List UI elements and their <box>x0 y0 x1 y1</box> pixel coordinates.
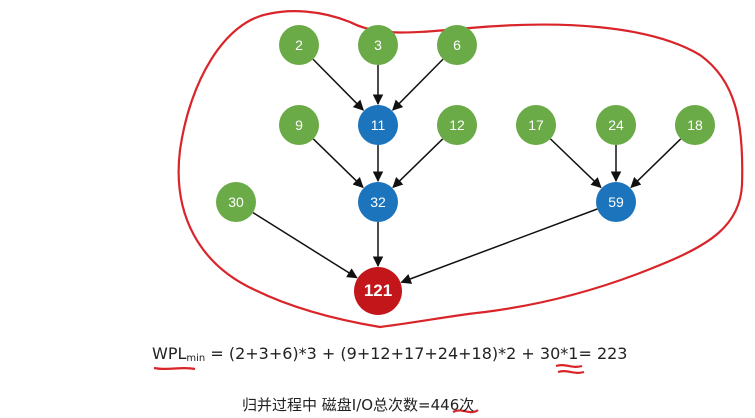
node-circle <box>358 182 398 222</box>
formula-underline-result <box>555 364 583 368</box>
wpl-subscript: min <box>186 353 206 364</box>
note-underline-value <box>452 409 479 414</box>
node-label: 3 <box>374 37 382 53</box>
node-label: 59 <box>608 194 624 210</box>
wpl-result: 223 <box>596 344 628 363</box>
node-18: 18 <box>675 105 715 145</box>
node-59: 59 <box>596 182 636 222</box>
io-note-suffix: 次 <box>459 396 475 414</box>
node-label: 18 <box>687 117 703 133</box>
edge-n9-n32 <box>312 138 364 189</box>
node-12: 12 <box>437 105 477 145</box>
node-circle <box>437 105 477 145</box>
node-17: 17 <box>516 105 556 145</box>
edge-n12-n32 <box>392 138 444 189</box>
io-note-value: 446 <box>430 396 460 414</box>
node-circle <box>675 105 715 145</box>
node-label: 17 <box>528 117 544 133</box>
node-circle <box>354 267 402 315</box>
edge-n59-n121 <box>400 208 598 284</box>
node-circle <box>279 25 319 65</box>
edge-n2-n11 <box>312 58 364 111</box>
io-note-prefix: 归并过程中 磁盘I/O总次数= <box>242 396 431 414</box>
edge-n6-n11 <box>392 58 444 111</box>
node-11: 11 <box>358 105 398 145</box>
node-121: 121 <box>354 267 402 315</box>
wpl-label: WPL <box>152 344 187 363</box>
node-circle <box>279 105 319 145</box>
node-3: 3 <box>358 25 398 65</box>
node-30: 30 <box>216 182 256 222</box>
node-label: 2 <box>295 37 303 53</box>
node-circle <box>596 182 636 222</box>
node-circle <box>437 25 477 65</box>
node-24: 24 <box>596 105 636 145</box>
node-2: 2 <box>279 25 319 65</box>
formula-underline-result-2 <box>557 370 585 374</box>
edge-n18-n59 <box>630 138 682 189</box>
node-circle <box>216 182 256 222</box>
node-32: 32 <box>358 182 398 222</box>
node-circle <box>358 25 398 65</box>
node-6: 6 <box>437 25 477 65</box>
node-9: 9 <box>279 105 319 145</box>
formula-underline-wpl <box>153 366 196 371</box>
node-circle <box>358 105 398 145</box>
node-label: 11 <box>371 117 386 133</box>
node-label: 9 <box>295 117 303 133</box>
node-label: 121 <box>364 281 392 300</box>
wpl-expression: = (2+3+6)*3 + (9+12+17+24+18)*2 + 30*1= <box>205 344 597 363</box>
node-label: 32 <box>370 194 386 210</box>
node-circle <box>516 105 556 145</box>
node-circle <box>596 105 636 145</box>
node-label: 24 <box>608 117 624 133</box>
node-label: 12 <box>449 117 465 133</box>
node-label: 6 <box>453 37 461 53</box>
edge-n30-n121 <box>252 211 358 279</box>
wpl-formula: WPLmin = (2+3+6)*3 + (9+12+17+24+18)*2 +… <box>152 344 627 364</box>
edge-n17-n59 <box>549 138 602 189</box>
node-label: 30 <box>228 194 244 210</box>
io-count-note: 归并过程中 磁盘I/O总次数=446次 <box>242 394 474 415</box>
